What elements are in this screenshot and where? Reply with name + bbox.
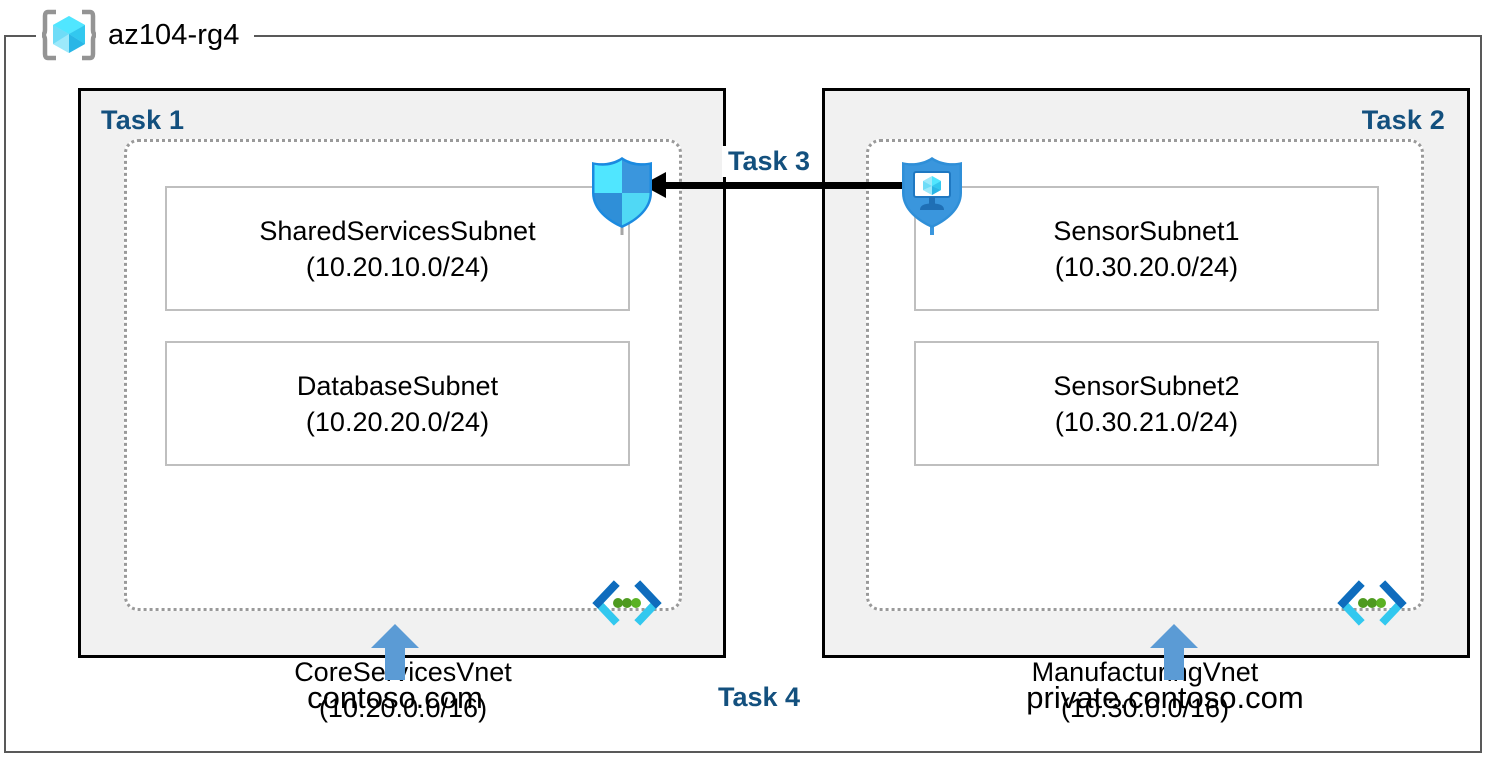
subnet-cidr: (10.20.20.0/24): [305, 406, 490, 437]
subnet-sensorsubnet2: SensorSubnet2 (10.30.21.0/24): [914, 341, 1379, 466]
up-arrow-icon: [1150, 624, 1198, 680]
subnet-name: SensorSubnet2: [1053, 370, 1240, 401]
subnet-name: DatabaseSubnet: [296, 370, 499, 401]
task-4-label: Task 4: [718, 682, 801, 712]
task-3-label: Task 3: [722, 146, 817, 177]
vnet-cidr: (10.30.0.0/16): [1060, 693, 1230, 723]
subnet-name: SensorSubnet1: [1053, 215, 1240, 246]
subnet-cidr: (10.30.20.0/24): [1054, 251, 1239, 282]
subnet-name: SharedServicesSubnet: [259, 215, 536, 246]
dns-zone-contoso: contoso.com: [307, 680, 483, 715]
subnet-sensorsubnet1: SensorSubnet1 (10.30.20.0/24): [914, 186, 1379, 311]
service-endpoints-icon: [592, 580, 662, 626]
up-arrow-icon: [371, 624, 419, 680]
vnet-name: ManufacturingVnet: [1031, 657, 1259, 687]
subnet-cidr: (10.30.21.0/24): [1054, 406, 1239, 437]
subnet-sharedservicessubnet: SharedServicesSubnet (10.20.10.0/24): [165, 186, 630, 311]
resource-group-name: az104-rg4: [108, 18, 240, 51]
virtual-network-peering-icon: [902, 157, 962, 235]
service-endpoints-icon: [1337, 580, 1407, 626]
vnet-cidr: (10.20.0.0/16): [318, 693, 488, 723]
subnet-cidr: (10.20.10.0/24): [305, 251, 490, 282]
peering-arrow-line: [660, 182, 918, 189]
resource-group-title: az104-rg4: [36, 4, 254, 66]
task-1-label: Task 1: [101, 105, 185, 135]
resource-group-cube-icon: [42, 9, 96, 61]
subnet-databasesubnet: DatabaseSubnet (10.20.20.0/24): [165, 341, 630, 466]
vnet-manufacturing-label: ManufacturingVnet (10.30.0.0/16): [869, 654, 1421, 726]
network-security-group-shield-icon: [592, 157, 652, 235]
dns-zone-private-contoso: private.contoso.com: [1026, 680, 1304, 715]
task-2-label: Task 2: [1361, 105, 1445, 135]
